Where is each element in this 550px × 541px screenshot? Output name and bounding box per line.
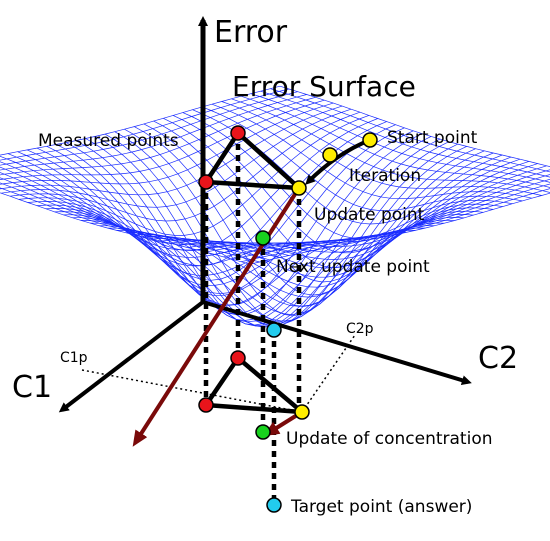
labels: Error Error Surface Measured points Star… [12, 15, 518, 517]
mesh-line [231, 98, 550, 193]
c1p-label: C1p [60, 350, 88, 366]
mesh-line [221, 101, 542, 196]
simplex-lower [203, 355, 305, 415]
update-point [291, 180, 307, 196]
simplex-triangles [203, 130, 305, 415]
next-update-point-label: Next update point [276, 257, 430, 277]
c2-axis-label: C2 [478, 341, 518, 376]
mesh-line [214, 174, 550, 255]
mesh-line [202, 106, 523, 211]
update-of-concentration-label: Update of concentration [286, 429, 493, 449]
mesh-line [240, 95, 550, 188]
update-point-label: Update point [314, 205, 425, 225]
measured-point-floor [230, 350, 246, 366]
mesh-line [250, 93, 550, 183]
mesh-line [232, 183, 550, 260]
iteration-label: Iteration [349, 166, 421, 186]
c1-axis-label: C1 [12, 370, 52, 405]
measured-point-floor [198, 397, 214, 413]
projection-lines [81, 334, 356, 413]
error-surface-mesh [0, 85, 550, 328]
c1-axis [58, 300, 205, 413]
update-direction-arrow [132, 186, 301, 447]
next-update-point [255, 230, 271, 246]
c1p-projection [81, 369, 303, 413]
c2p-projection [301, 334, 356, 413]
mesh-line [260, 90, 550, 178]
update-point-floor [294, 404, 310, 420]
mesh-line [270, 88, 550, 173]
target-point-surface [266, 322, 282, 338]
measured-point [198, 174, 214, 190]
vertical-projections [203, 133, 302, 505]
c2p-label: C2p [346, 321, 374, 337]
error-axis-label: Error [214, 15, 288, 50]
mesh-line [279, 85, 550, 168]
mesh-line [241, 188, 550, 263]
mesh-line [95, 136, 416, 328]
measured-points-label: Measured points [38, 131, 179, 151]
mesh-line [249, 192, 550, 265]
target-point-label: Target point (answer) [290, 497, 472, 517]
next-update-point-floor [255, 424, 271, 440]
mesh-line [223, 178, 550, 258]
measured-point [230, 125, 246, 141]
start-point [362, 132, 378, 148]
surface-title: Error Surface [232, 70, 416, 103]
target-point [266, 497, 282, 513]
simplex-upper [203, 130, 302, 191]
iteration-point [322, 147, 338, 163]
points [198, 125, 378, 513]
start-point-label: Start point [387, 128, 478, 148]
c2-axis [202, 300, 472, 386]
axes [58, 16, 472, 413]
